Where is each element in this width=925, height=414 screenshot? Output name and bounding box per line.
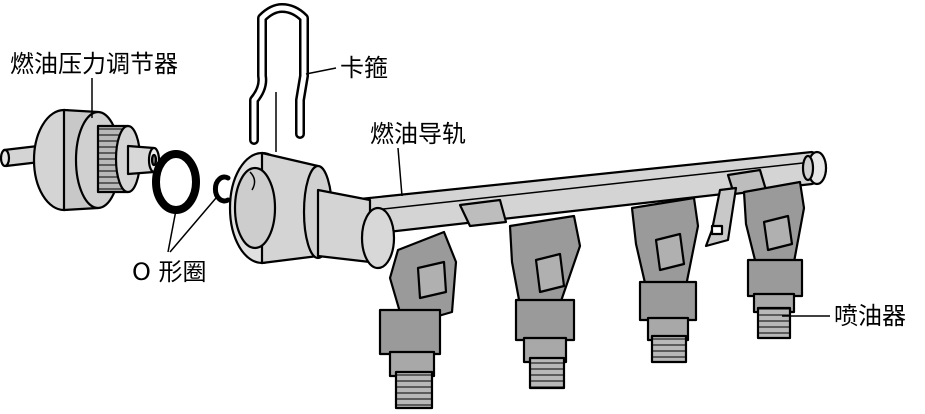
large-o-ring — [156, 154, 196, 210]
injector — [744, 182, 804, 338]
injector — [380, 232, 456, 408]
fuel-pressure-regulator — [1, 110, 159, 210]
injector — [510, 216, 580, 388]
regulator-label: 燃油压力调节器 — [10, 50, 178, 78]
rail-inlet-housing — [230, 153, 394, 268]
clip-leader — [306, 68, 336, 74]
clip-label: 卡箍 — [340, 54, 388, 82]
small-o-ring — [215, 177, 228, 201]
fuel-rail-leader — [398, 148, 402, 196]
o-rings — [156, 154, 228, 210]
o-ring-label: O 形圈 — [132, 258, 207, 286]
injector — [632, 198, 698, 362]
fuel-rail-label: 燃油导轨 — [370, 120, 466, 148]
injector-label: 喷油器 — [834, 302, 906, 330]
retaining-clip — [254, 8, 304, 152]
